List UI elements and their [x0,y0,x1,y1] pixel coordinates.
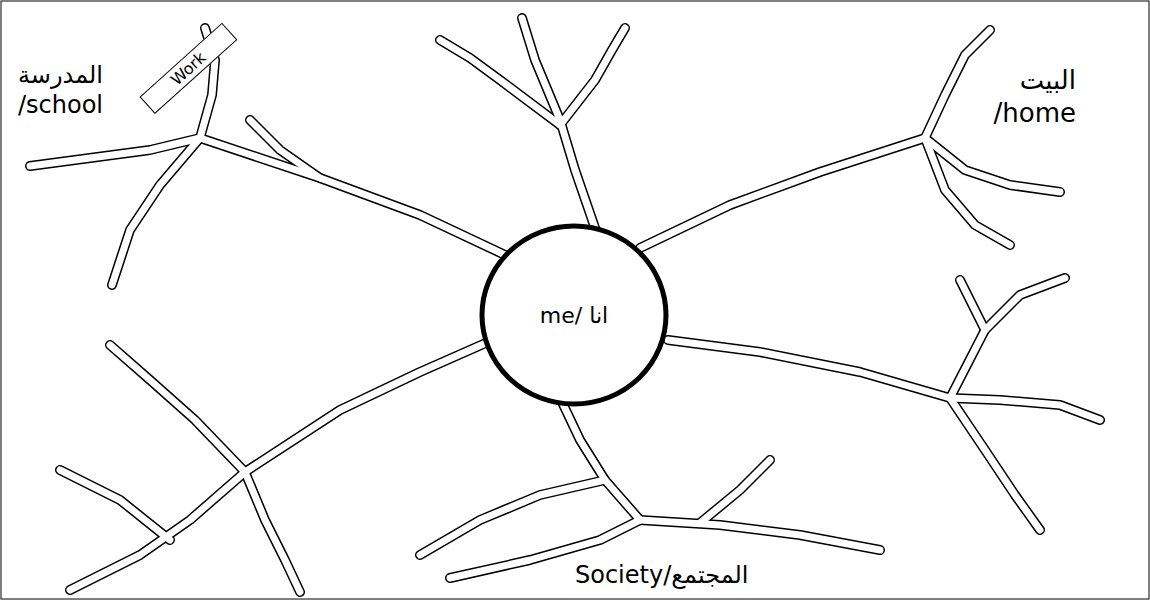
node-text: Work [166,47,209,88]
branch-outline [30,18,1100,592]
branch-fill [30,18,1100,592]
circle-shape [482,226,666,404]
branch-label: البيت /home [994,64,1076,129]
self-circle: me/ انا [479,223,669,407]
branch-label: المدرسة /school [18,60,103,120]
work-tag: Work [139,22,237,113]
node-text: me/ انا [540,303,608,328]
branch-label: Society/المجتمع [575,560,749,590]
